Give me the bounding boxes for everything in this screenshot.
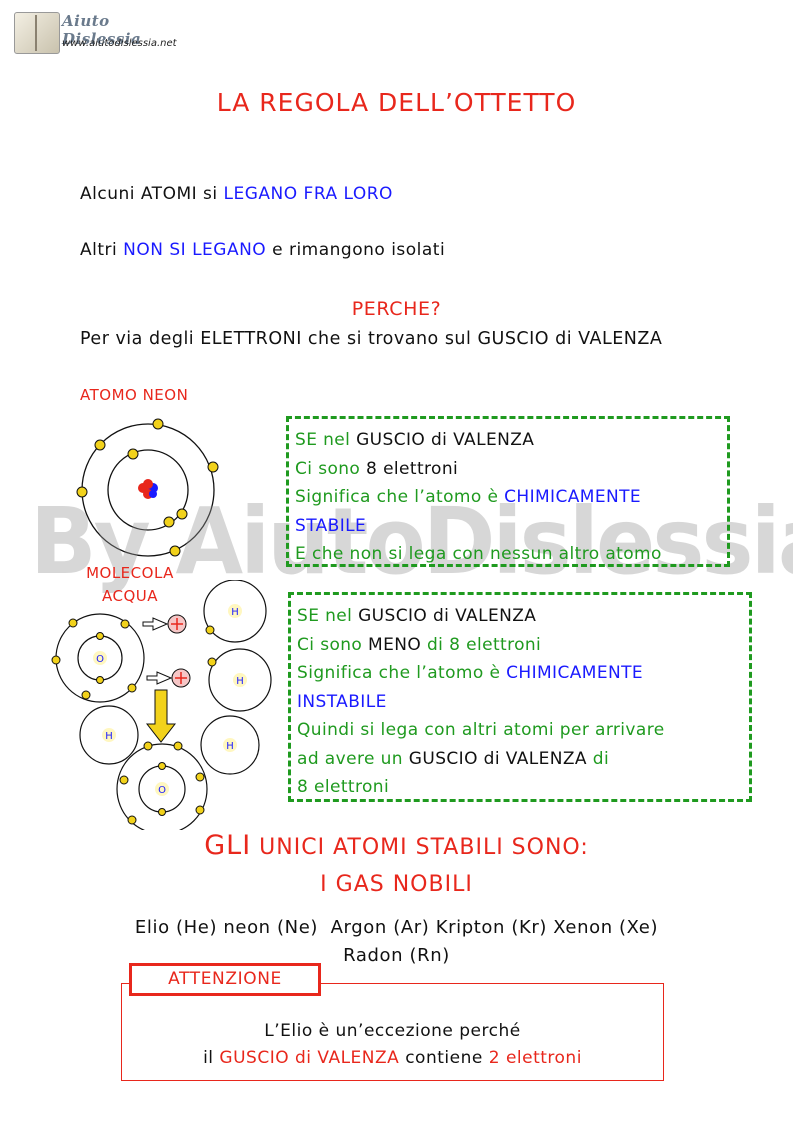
site-url: www.aiutodislessia.net [62, 38, 177, 49]
site-logo: Aiuto Dislessia www.aiutodislessia.net [14, 10, 177, 60]
water-label: MOLECOLA ACQUA [78, 562, 182, 608]
unstable-row-1-a: SE nel [297, 606, 359, 626]
unstable-row-4: INSTABILE [297, 691, 387, 712]
unstable-row-2-a: Ci sono [297, 634, 369, 655]
water-label-line-2: ACQUA [101, 587, 159, 605]
unstable-row-2-c: di 8 elettroni [421, 634, 542, 655]
unstable-row-5: Quindi si lega con altri atomi per arriv… [297, 720, 665, 740]
unstable-row-6-a: ad avere un [297, 748, 409, 769]
unstable-row-2-b: MENO [368, 634, 422, 655]
stable-row-2-b: 8 elettroni [366, 458, 459, 479]
attention-label: ATTENZIONE [129, 963, 321, 996]
unstable-row-3-a: Significa che l’atomo è [297, 663, 507, 683]
attention-line-1: L’Elio è un’eccezione perché [264, 1021, 521, 1041]
attention-line-2: il GUSCIO di VALENZA contiene 2 elettron… [121, 1048, 664, 1068]
unstable-row-6-c: di [586, 748, 610, 769]
hydrogen-symbol-1: H [231, 607, 239, 618]
attention-line-2-a: il [203, 1048, 220, 1068]
stable-row-2-a: Ci sono [295, 458, 367, 479]
unstable-info-box: SE nel GUSCIO di VALENZA Ci sono MENO di… [288, 592, 752, 802]
unstable-row-6: ad avere un GUSCIO di VALENZA di [297, 745, 749, 774]
stable-row-4: STABILE [295, 515, 367, 536]
neon-inner-shell [107, 449, 189, 531]
intro-line-1-text: Alcuni ATOMI si [80, 184, 224, 204]
attention-line-2-d: 2 elettroni [488, 1048, 582, 1068]
neon-atom-diagram [76, 418, 219, 557]
intro-line-2: Altri NON SI LEGANO e rimangono isolati [80, 240, 445, 260]
hydrogen-symbol-2: H [236, 676, 244, 687]
neon-label: ATOMO NEON [80, 386, 189, 404]
water-atom-symbols: O H H H H O [93, 604, 247, 796]
intro-line-1-highlight: LEGANO FRA LORO [223, 184, 393, 204]
unstable-row-1-b: GUSCIO di VALENZA [358, 606, 537, 626]
stable-heading-gli: GLI [204, 830, 252, 861]
stable-row-1: SE nel GUSCIO di VALENZA [295, 426, 727, 455]
intro-line-2-highlight: NON SI LEGANO [123, 240, 267, 260]
water-molecule-diagram: O H H H H O [51, 580, 272, 830]
hydrogen-symbol-4: H [226, 741, 234, 752]
stable-row-5: E che non si lega con nessun altro atomo [295, 544, 662, 564]
attention-box [121, 983, 664, 1081]
neon-nucleus [138, 479, 158, 499]
unstable-row-1: SE nel GUSCIO di VALENZA [297, 602, 749, 631]
unstable-row-7: 8 elettroni [297, 777, 390, 797]
intro-line-1: Alcuni ATOMI si LEGANO FRA LORO [80, 184, 393, 204]
oxygen-symbol-2: O [158, 785, 166, 796]
hydrogen-symbol-3: H [105, 731, 113, 742]
page-title: LA REGOLA DELL’OTTETTO [216, 88, 577, 117]
intro-line-2-suffix: e rimangono isolati [266, 240, 446, 260]
stable-row-3-b: CHIMICAMENTE [504, 487, 642, 507]
attention-line-2-b: GUSCIO di VALENZA [219, 1048, 400, 1068]
book-icon [14, 12, 60, 54]
neon-electrons [76, 418, 219, 557]
stable-atoms-heading: GLI UNICI ATOMI STABILI SONO: [0, 830, 793, 861]
unstable-row-2: Ci sono MENO di 8 elettroni [297, 631, 749, 660]
water-electrons [51, 618, 217, 825]
noble-gases-line-1: Elio (He) neon (Ne) Argon (Ar) Kripton (… [134, 917, 659, 938]
intro-line-2-text: Altri [80, 240, 124, 260]
attention-line-2-c: contiene [399, 1048, 489, 1068]
water-label-line-1: MOLECOLA [86, 564, 174, 582]
unstable-row-3-b: CHIMICAMENTE [506, 663, 644, 683]
unstable-row-6-b: GUSCIO di VALENZA [408, 748, 587, 769]
oxygen-symbol-1: O [96, 654, 104, 665]
stable-row-3-a: Significa che l’atomo è [295, 487, 505, 507]
noble-gases-line-2: Radon (Rn) [343, 945, 450, 966]
stable-row-1-b: GUSCIO di VALENZA [356, 430, 535, 450]
stable-row-2: Ci sono 8 elettroni [295, 455, 727, 484]
noble-gases-list: Elio (He) neon (Ne) Argon (Ar) Kripton (… [0, 914, 793, 970]
stable-info-box: SE nel GUSCIO di VALENZA Ci sono 8 elett… [286, 416, 730, 567]
bond-arrows [142, 614, 191, 743]
why-heading: PERCHE? [351, 298, 442, 320]
stable-row-1-a: SE nel [295, 430, 357, 450]
unstable-row-3: Significa che l’atomo è CHIMICAMENTE [297, 659, 749, 688]
noble-gases-heading: I GAS NOBILI [320, 872, 473, 897]
stable-heading-rest: UNICI ATOMI STABILI SONO: [251, 835, 589, 860]
stable-row-3: Significa che l’atomo è CHIMICAMENTE [295, 483, 727, 512]
brand-name: Aiuto Dislessia [62, 12, 142, 48]
why-answer: Per via degli ELETTRONI che si trovano s… [80, 329, 663, 349]
